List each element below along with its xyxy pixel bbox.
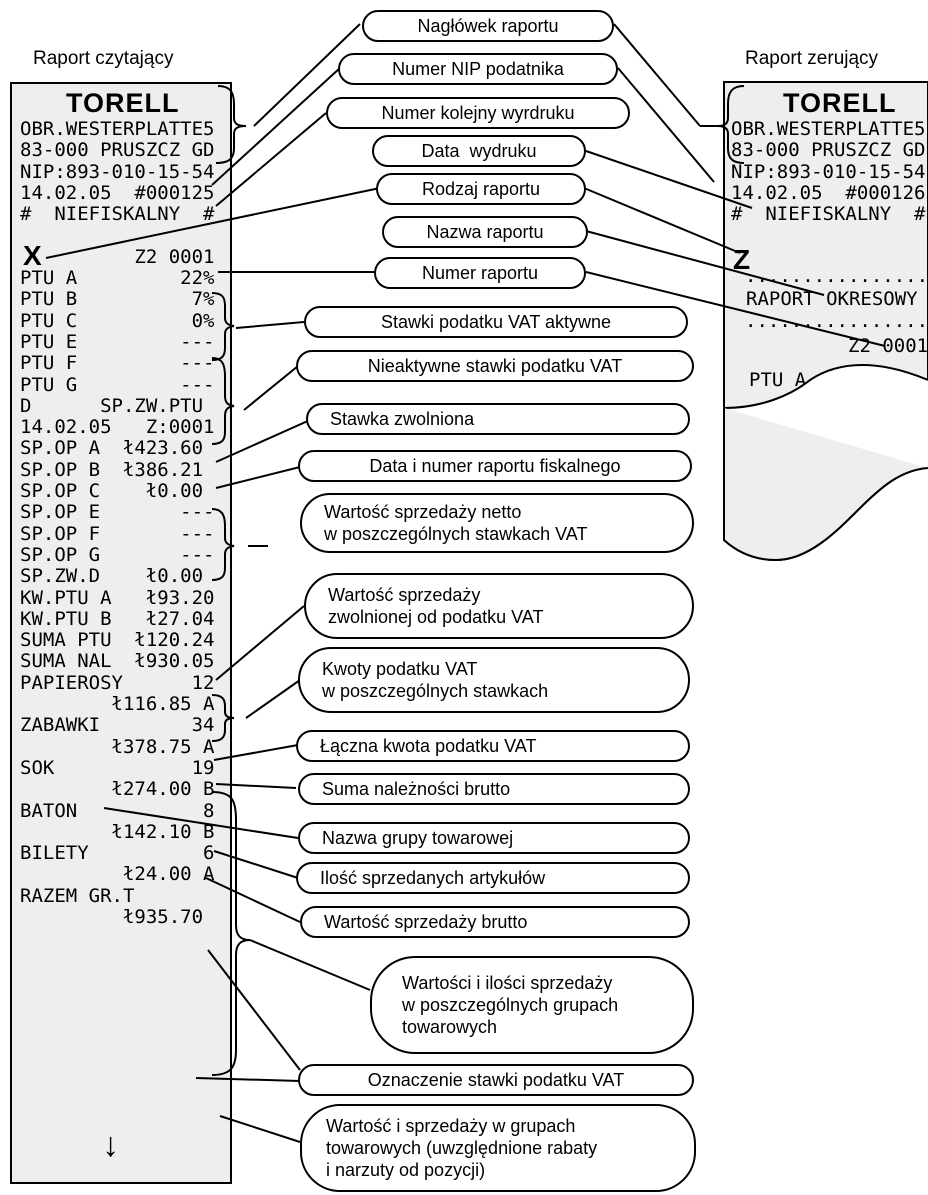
callout-naglowek-raportu: Nagłówek raportu <box>362 10 614 42</box>
down-arrow-icon: ↓ <box>102 1126 119 1164</box>
left-receipt-line: SUMA NAL ł930.05 <box>20 650 215 673</box>
left-receipt-line: KW.PTU B ł27.04 <box>20 607 215 630</box>
left-receipt <box>10 82 232 1184</box>
right-receipt-line: 14.02.05 #000126 <box>731 181 926 204</box>
left-receipt-line: ł274.00 B <box>20 778 215 801</box>
right-report-name: RAPORT OKRESOWY <box>746 288 918 310</box>
callout-wartosc-w-grupach: Wartość i sprzedaży w grupach towarowych… <box>300 1104 696 1192</box>
left-receipt-line: PTU C 0% <box>20 309 215 332</box>
right-report-number: Z2 0001 <box>848 335 928 357</box>
left-receipt-line: PTU A 22% <box>20 267 215 290</box>
left-receipt-line: 83-000 PRUSZCZ GD <box>20 139 215 162</box>
left-receipt-line: ł116.85 A <box>20 693 215 716</box>
right-receipt-title: Raport zerujący <box>745 48 879 69</box>
callout-sprzedaz-netto: Wartość sprzedaży netto w poszczególnych… <box>300 493 694 553</box>
callout-kwoty-podatku: Kwoty podatku VAT w poszczególnych stawk… <box>298 647 690 713</box>
left-receipt-line: ZABAWKI 34 <box>20 714 215 737</box>
right-dots-1: ................. <box>745 265 928 287</box>
callout-nazwa-grupy: Nazwa grupy towarowej <box>298 822 690 854</box>
right-receipt-line: 83-000 PRUSZCZ GD <box>731 139 926 162</box>
left-receipt-line: PTU F --- <box>20 352 215 375</box>
callout-data-numer-fiskalnego: Data i numer raportu fiskalnego <box>298 450 692 482</box>
left-receipt-line: ł378.75 A <box>20 735 215 758</box>
left-receipt-title: Raport czytający <box>33 48 174 69</box>
left-receipt-line: RAZEM GR.T <box>20 884 135 907</box>
left-receipt-line: SP.OP F --- <box>20 522 215 545</box>
callout-nazwa-raportu: Nazwa raportu <box>382 216 588 248</box>
right-receipt-line: OBR.WESTERPLATTE5 <box>731 118 926 140</box>
left-receipt-line: SOK 19 <box>20 756 215 779</box>
right-receipt-line: NIP:893-010-15-54 <box>731 160 926 183</box>
left-receipt-line: # NIEFISKALNY # <box>20 203 215 226</box>
callout-numer-kolejny: Numer kolejny wyrdruku <box>326 97 630 129</box>
callout-rodzaj-raportu: Rodzaj raportu <box>376 173 586 205</box>
right-ptu: PTU A <box>749 369 807 391</box>
left-receipt-line: SP.OP G --- <box>20 543 215 566</box>
left-receipt-line: NIP:893-010-15-54 <box>20 160 215 183</box>
callout-wartosc-brutto: Wartość sprzedaży brutto <box>300 906 690 938</box>
callout-numer-nip: Numer NIP podatnika <box>338 53 618 85</box>
callout-nieaktywne-stawki: Nieaktywne stawki podatku VAT <box>296 350 694 382</box>
left-receipt-line: D SP.ZW.PTU <box>20 394 204 417</box>
left-receipt-line: SP.OP A ł423.60 <box>20 437 204 460</box>
callout-stawka-zwolniona: Stawka zwolniona <box>306 403 690 435</box>
left-receipt-line: ł142.10 B <box>20 820 215 843</box>
callout-oznaczenie-stawki: Oznaczenie stawki podatku VAT <box>298 1064 694 1096</box>
left-receipt-line: ł24.00 A <box>20 863 215 886</box>
left-receipt-line: KW.PTU A ł93.20 <box>20 586 215 609</box>
right-receipt-logo: TORELL <box>783 88 897 118</box>
left-receipt-line: SP.ZW.D ł0.00 <box>20 565 204 588</box>
callout-laczna-kwota: Łączna kwota podatku VAT <box>296 730 690 762</box>
left-receipt-line: PTU B 7% <box>20 288 215 311</box>
left-receipt-line: SP.OP C ł0.00 <box>20 480 204 503</box>
right-receipt-line: # NIEFISKALNY # <box>731 203 926 226</box>
right-dots-2: ................. <box>745 310 928 332</box>
left-receipt-line: BILETY 6 <box>20 842 215 865</box>
callout-wartosci-ilosci-grupy: Wartości i ilości sprzedaży w poszczegól… <box>370 956 694 1054</box>
left-receipt-line: SP.OP E --- <box>20 501 215 524</box>
left-receipt-line: OBR.WESTERPLATTE5 <box>20 118 215 140</box>
callout-suma-naleznosci: Suma należności brutto <box>298 773 690 805</box>
left-receipt-line: ł935.70 <box>20 905 204 928</box>
left-receipt-line: PTU G --- <box>20 373 215 396</box>
left-receipt-line: PAPIEROSY 12 <box>20 671 215 694</box>
callout-sprzedaz-zwolniona: Wartość sprzedaży zwolnionej od podatku … <box>304 573 694 639</box>
callout-data-wydruku: Data wydruku <box>372 135 586 167</box>
left-receipt-line: PTU E --- <box>20 330 215 353</box>
callout-stawki-aktywne: Stawki podatku VAT aktywne <box>304 306 688 338</box>
left-receipt-line: 14.02.05 #000125 <box>20 181 215 204</box>
left-receipt-line: 14.02.05 Z:0001 <box>20 416 215 439</box>
left-receipt-line: Z2 0001 <box>20 245 215 268</box>
callout-ilosc-artykulow: Ilość sprzedanych artykułów <box>296 862 690 894</box>
left-receipt-line: SP.OP B ł386.21 <box>20 458 204 481</box>
callout-numer-raportu: Numer raportu <box>374 257 586 289</box>
left-receipt-line: BATON 8 <box>20 799 215 822</box>
left-receipt-line: SUMA PTU ł120.24 <box>20 629 215 652</box>
left-receipt-logo: TORELL <box>66 88 180 118</box>
report-type-letter-x: X <box>23 240 42 271</box>
